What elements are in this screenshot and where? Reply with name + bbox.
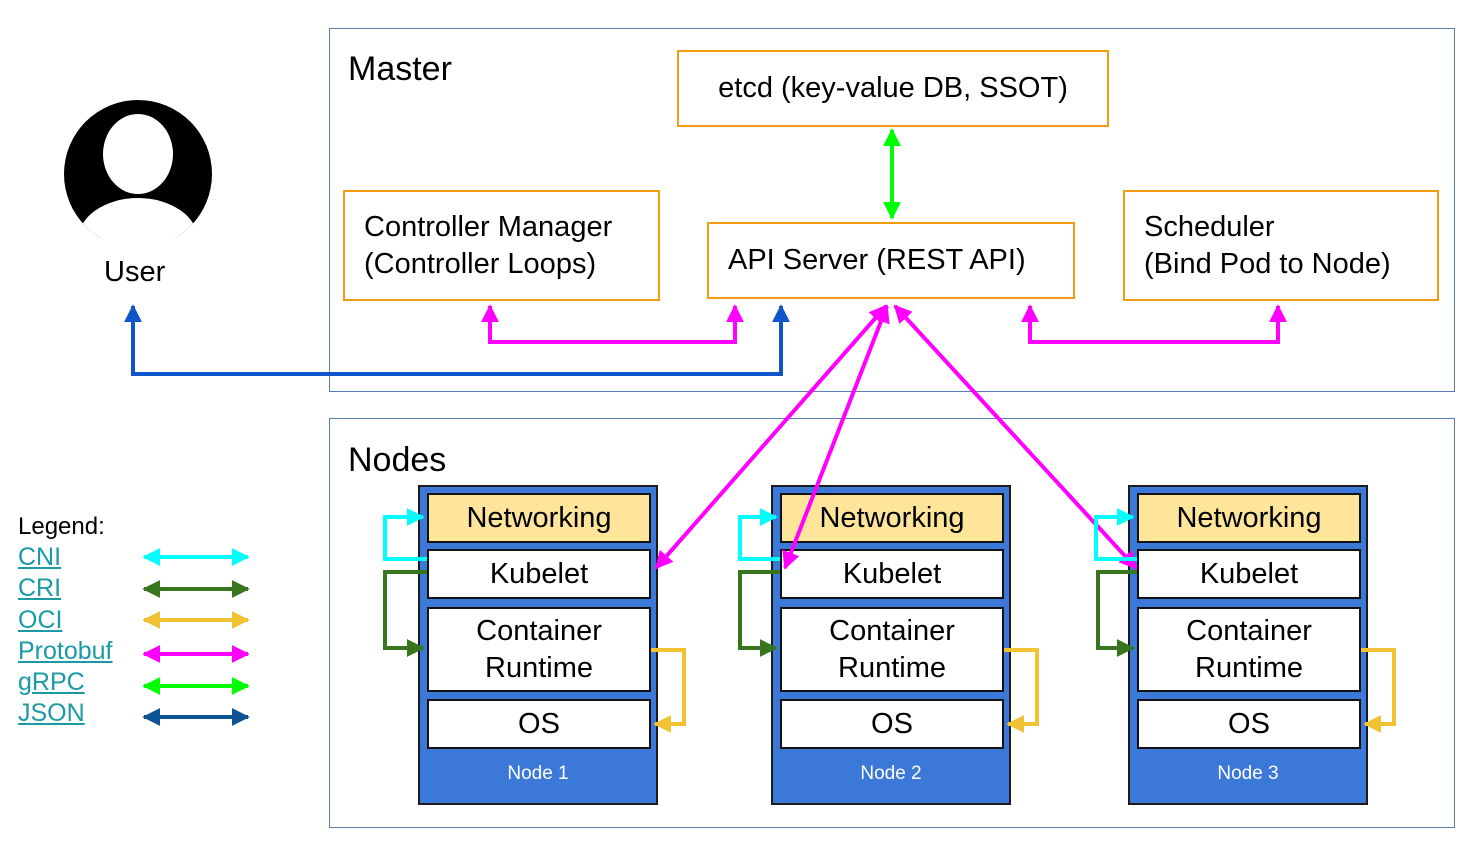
node-1[interactable]: Networking Kubelet Container Runtime OS …: [418, 485, 658, 805]
nodes-title: Nodes: [348, 441, 447, 479]
container-runtime-label: Container: [1186, 614, 1312, 647]
legend-item-cni[interactable]: CNI: [18, 543, 62, 571]
legend-item-cri[interactable]: CRI: [18, 574, 62, 602]
node-caption: Node 3: [1217, 763, 1279, 784]
controller-manager-sublabel: (Controller Loops): [364, 247, 597, 280]
master-section: [329, 28, 1455, 392]
container-runtime-label: Container: [476, 614, 602, 647]
node-caption: Node 2: [860, 763, 922, 784]
scheduler-label: Scheduler: [1144, 210, 1275, 243]
api-kubelet3-arrow: [893, 304, 1138, 570]
legend-item-protobuf[interactable]: Protobuf: [18, 637, 113, 665]
container-runtime-sublabel: Runtime: [838, 651, 946, 684]
api-kubelet1-arrow: [654, 304, 888, 570]
container-runtime-layer[interactable]: Container Runtime: [427, 607, 651, 692]
node2-oci-arrow: [1004, 648, 1039, 733]
api-server-box[interactable]: API Server (REST API): [707, 222, 1075, 299]
kubelet-layer[interactable]: Kubelet: [427, 549, 651, 599]
controller-api-arrow: [481, 304, 744, 344]
node1-cri-arrow: [383, 570, 427, 657]
user-icon: [64, 100, 212, 238]
container-runtime-sublabel: Runtime: [485, 651, 593, 684]
legend-item-oci[interactable]: OCI: [18, 606, 63, 634]
scheduler-box[interactable]: Scheduler (Bind Pod to Node): [1123, 190, 1439, 301]
node3-cni-arrow: [1094, 508, 1137, 561]
legend-title: Legend:: [18, 513, 105, 540]
legend-item-grpc[interactable]: gRPC: [18, 668, 85, 696]
container-runtime-layer[interactable]: Container Runtime: [1137, 607, 1361, 692]
os-layer[interactable]: OS: [780, 699, 1004, 749]
controller-manager-box[interactable]: Controller Manager (Controller Loops): [343, 190, 660, 301]
node1-cni-arrow: [383, 508, 427, 561]
networking-layer[interactable]: Networking: [1137, 493, 1361, 543]
api-kubelet2-arrow: [782, 304, 890, 570]
node2-cri-arrow: [738, 570, 780, 657]
nodes-section: [329, 418, 1455, 828]
node3-oci-arrow: [1361, 648, 1396, 733]
networking-layer[interactable]: Networking: [427, 493, 651, 543]
node-3[interactable]: Networking Kubelet Container Runtime OS …: [1128, 485, 1368, 805]
etcd-label: etcd (key-value DB, SSOT): [718, 72, 1068, 104]
container-runtime-label: Container: [829, 614, 955, 647]
node1-oci-arrow: [651, 648, 686, 733]
scheduler-sublabel: (Bind Pod to Node): [1144, 247, 1391, 280]
api-server-label: API Server (REST API): [728, 244, 1026, 276]
node-caption: Node 1: [507, 763, 569, 784]
container-runtime-sublabel: Runtime: [1195, 651, 1303, 684]
node2-cni-arrow: [738, 508, 780, 561]
etcd-box[interactable]: etcd (key-value DB, SSOT): [677, 50, 1109, 127]
user-label: User: [104, 256, 166, 288]
controller-manager-label: Controller Manager: [364, 210, 613, 243]
legend-item-json[interactable]: JSON: [18, 699, 85, 727]
master-title: Master: [348, 50, 452, 88]
scheduler-api-arrow: [1021, 304, 1287, 344]
os-layer[interactable]: OS: [1137, 699, 1361, 749]
container-runtime-layer[interactable]: Container Runtime: [780, 607, 1004, 692]
node3-cri-arrow: [1096, 570, 1137, 657]
os-layer[interactable]: OS: [427, 699, 651, 749]
kubelet-layer[interactable]: Kubelet: [1137, 549, 1361, 599]
